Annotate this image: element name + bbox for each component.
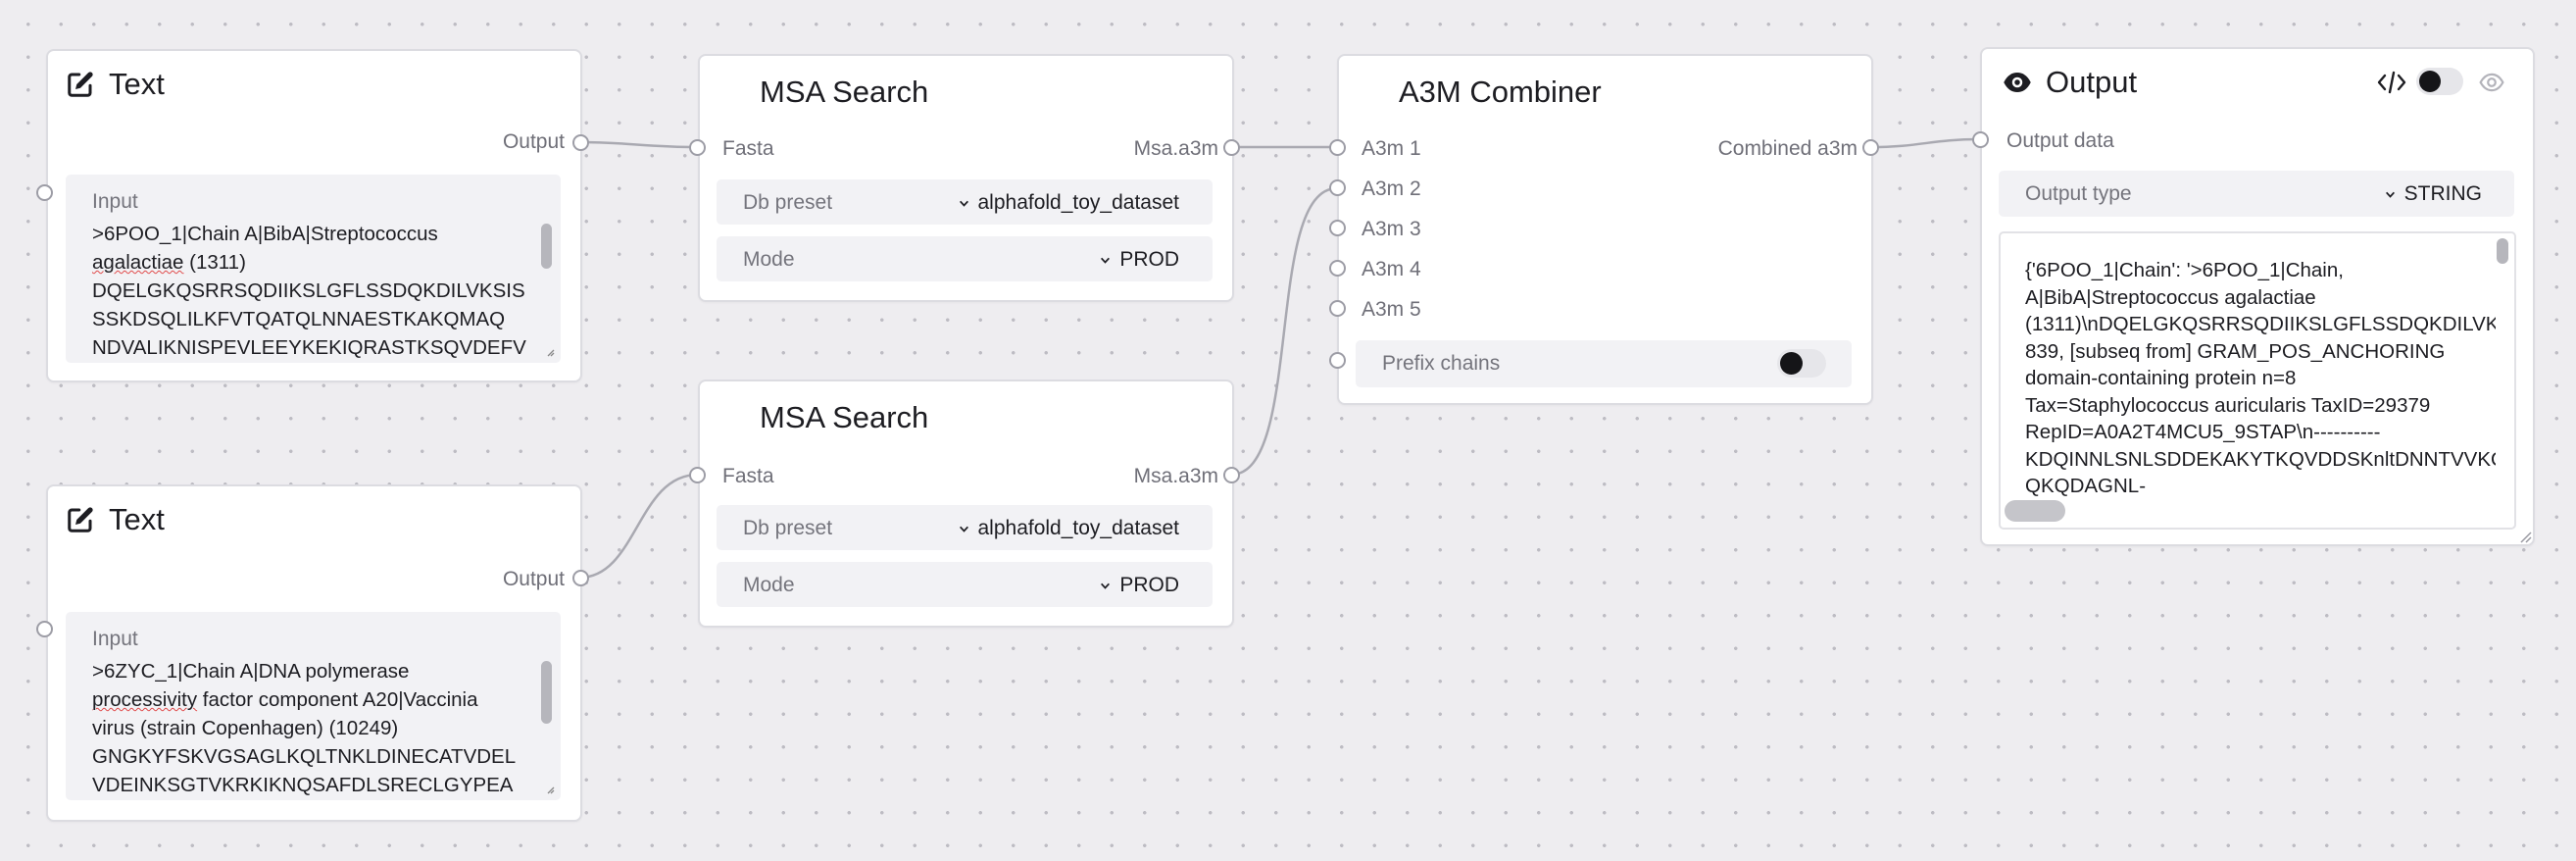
combiner-a3m4-port[interactable] bbox=[1329, 260, 1346, 277]
text2-output-port[interactable] bbox=[572, 570, 589, 586]
a3m-3-port-label: A3m 3 bbox=[1362, 218, 1421, 240]
a3m-1-port-label: A3m 1 bbox=[1362, 137, 1421, 160]
msa1-fasta-port[interactable] bbox=[689, 139, 706, 156]
combiner-a3m2-port[interactable] bbox=[1329, 179, 1346, 196]
input-text: >6ZYC_1|Chain A|DNA polymerase processiv… bbox=[92, 660, 517, 796]
textarea-scrollbar[interactable] bbox=[541, 661, 552, 724]
edge-text2-to-msa2 bbox=[578, 473, 699, 580]
mode-select[interactable]: Mode PROD bbox=[717, 562, 1213, 607]
msa2-output-port[interactable] bbox=[1223, 467, 1240, 483]
combiner-output-port[interactable] bbox=[1862, 139, 1879, 156]
text1-input-port[interactable] bbox=[36, 184, 53, 201]
a3m-4-port-label: A3m 4 bbox=[1362, 258, 1421, 280]
text2-input-port[interactable] bbox=[36, 621, 53, 637]
text-node-title: Text bbox=[66, 67, 165, 102]
a3m-2-port-label: A3m 2 bbox=[1362, 177, 1421, 200]
edge-msa2-to-combiner-a3m2 bbox=[1230, 186, 1338, 477]
input-textarea[interactable]: Input >6POO_1|Chain A|BibA|Streptococcus… bbox=[66, 175, 561, 363]
edit-icon bbox=[66, 70, 95, 99]
output-node[interactable]: Output Output data Output type STRING {'… bbox=[1980, 47, 2535, 546]
resize-handle-icon[interactable] bbox=[545, 347, 555, 357]
output-data-port[interactable] bbox=[1972, 131, 1989, 148]
msa-a3m-port-label: Msa.a3m bbox=[1133, 465, 1218, 487]
code-view-icon[interactable] bbox=[2376, 69, 2407, 101]
eye-icon bbox=[2003, 68, 2032, 97]
msa1-output-port[interactable] bbox=[1223, 139, 1240, 156]
output-type-select[interactable]: Output type STRING bbox=[1999, 171, 2514, 217]
input-label: Input bbox=[92, 190, 138, 213]
msa-a3m-port-label: Msa.a3m bbox=[1133, 137, 1218, 160]
chevron-down-icon bbox=[1101, 582, 1111, 589]
output-port-label: Output bbox=[502, 568, 565, 590]
combined-a3m-port-label: Combined a3m bbox=[1717, 137, 1858, 160]
textarea-scrollbar[interactable] bbox=[541, 224, 552, 269]
db-preset-select[interactable]: Db preset alphafold_toy_dataset bbox=[717, 179, 1213, 225]
mode-select[interactable]: Mode PROD bbox=[717, 236, 1213, 281]
resize-handle-icon[interactable] bbox=[545, 785, 555, 794]
output-port-label: Output bbox=[502, 130, 565, 153]
chevron-down-icon bbox=[959, 526, 968, 532]
output-text: {'6POO_1|Chain': '>6POO_1|Chain, A|BibA|… bbox=[2025, 259, 2496, 497]
text-node-1[interactable]: Text Output Input >6POO_1|Chain A|BibA|S… bbox=[46, 49, 582, 382]
edge-combiner-to-output bbox=[1869, 137, 1981, 149]
a3m-combiner-node[interactable]: A3M Combiner A3m 1 A3m 2 A3m 3 A3m 4 A3m… bbox=[1337, 54, 1873, 405]
input-textarea[interactable]: Input >6ZYC_1|Chain A|DNA polymerase pro… bbox=[66, 612, 561, 800]
input-text: >6POO_1|Chain A|BibA|Streptococcus agala… bbox=[92, 223, 526, 359]
output-node-title: Output bbox=[2003, 65, 2137, 100]
output-horizontal-scrollbar[interactable] bbox=[2005, 500, 2065, 522]
preview-eye-icon[interactable] bbox=[2477, 70, 2506, 100]
prefix-chains-toggle[interactable] bbox=[1777, 349, 1826, 378]
output-text-area[interactable]: {'6POO_1|Chain': '>6POO_1|Chain, A|BibA|… bbox=[1999, 231, 2516, 530]
chevron-down-icon bbox=[959, 200, 968, 207]
chevron-down-icon bbox=[1101, 257, 1111, 264]
resize-handle-icon[interactable] bbox=[2517, 529, 2533, 544]
combiner-prefix-port[interactable] bbox=[1329, 352, 1346, 369]
combiner-a3m3-port[interactable] bbox=[1329, 220, 1346, 236]
fasta-port-label: Fasta bbox=[722, 465, 774, 487]
msa-search-node-1[interactable]: MSA Search Fasta Msa.a3m Db preset alpha… bbox=[698, 54, 1234, 302]
output-vertical-scrollbar[interactable] bbox=[2497, 238, 2508, 264]
msa-search-node-2[interactable]: MSA Search Fasta Msa.a3m Db preset alpha… bbox=[698, 380, 1234, 628]
text-node-title: Text bbox=[66, 502, 165, 537]
msa2-fasta-port[interactable] bbox=[689, 467, 706, 483]
chevron-down-icon bbox=[2385, 191, 2395, 198]
text-node-2[interactable]: Text Output Input >6ZYC_1|Chain A|DNA po… bbox=[46, 484, 582, 822]
text1-output-port[interactable] bbox=[572, 134, 589, 151]
combiner-node-title: A3M Combiner bbox=[1399, 75, 1602, 109]
combiner-a3m5-port[interactable] bbox=[1329, 300, 1346, 317]
input-label: Input bbox=[92, 628, 138, 650]
combiner-a3m1-port[interactable] bbox=[1329, 139, 1346, 156]
msa-node-title: MSA Search bbox=[760, 75, 929, 109]
db-preset-select[interactable]: Db preset alphafold_toy_dataset bbox=[717, 505, 1213, 550]
edit-icon bbox=[66, 505, 95, 534]
edge-text1-to-msa1 bbox=[578, 140, 699, 149]
fasta-port-label: Fasta bbox=[722, 137, 774, 160]
output-data-port-label: Output data bbox=[2006, 129, 2114, 152]
view-mode-toggle[interactable] bbox=[2416, 68, 2463, 95]
a3m-5-port-label: A3m 5 bbox=[1362, 298, 1421, 321]
msa-node-title: MSA Search bbox=[760, 400, 929, 434]
prefix-chains-toggle-row[interactable]: Prefix chains bbox=[1356, 340, 1852, 387]
